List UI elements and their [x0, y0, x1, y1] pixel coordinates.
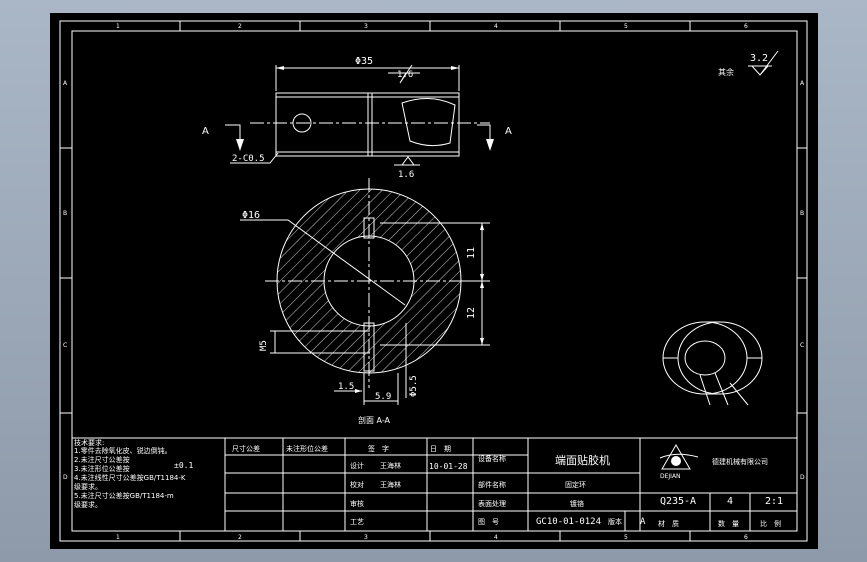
cad-drawing: 1 2 3 4 5 6 1 2 3 4 5 6 A B C D A B C D …: [59, 20, 808, 542]
roughness-label: 其余: [718, 67, 734, 77]
zone-top-1: 1: [116, 23, 120, 30]
zone-left-b: B: [63, 210, 67, 217]
front-view: Φ35 1.6 1.6 2-C0.5 A A: [202, 56, 512, 180]
zone-bottom-6: 6: [744, 534, 748, 541]
note-line-4: 4.未注线性尺寸公差按GB/T1184-K: [74, 473, 186, 482]
tb-qty-label: 数 量: [718, 519, 739, 528]
tb-sign-header: 签 字: [368, 444, 389, 453]
zone-bottom-5: 5: [624, 534, 628, 541]
zone-top-5: 5: [624, 23, 628, 30]
title-block: [71, 437, 798, 532]
tb-design: 设计: [350, 461, 364, 470]
tb-designer: 王海林: [380, 461, 401, 470]
zone-bottom-2: 2: [238, 534, 242, 541]
tb-version-label: 版本: [608, 517, 622, 526]
tb-craft: 工艺: [350, 518, 364, 526]
dim-dia5-5: Φ5.5: [409, 375, 419, 397]
tb-part-value: 固定环: [565, 480, 586, 489]
dim-m5: M5: [259, 340, 269, 351]
dim-chamfer: 2-C0.5: [232, 154, 265, 164]
tb-part-label: 部件名称: [478, 480, 506, 489]
isometric-view: [662, 321, 763, 406]
zone-right-c: C: [800, 342, 804, 349]
rough-1-6-bottom: 1.6: [398, 170, 414, 180]
zone-left-a: A: [63, 80, 68, 87]
zone-right-b: B: [800, 210, 804, 217]
dim-dia16: Φ16: [242, 210, 260, 221]
zone-right-d: D: [800, 474, 805, 481]
zone-left-c: C: [63, 342, 67, 349]
tb-date-header: 日 期: [430, 445, 451, 453]
logo-text: DEJIAN: [660, 473, 681, 480]
tb-equip-value: 端面贴胶机: [555, 453, 610, 467]
note-line-7: 级要求。: [74, 500, 102, 509]
technical-notes: 技术要求: 1.零件去除氧化皮、锐边倒钝。 2.未注尺寸公差按 3.未注形位公差…: [74, 438, 193, 509]
note-line-1: 1.零件去除氧化皮、锐边倒钝。: [74, 446, 172, 455]
tb-scale-label: 比 例: [760, 519, 781, 528]
note-line-6: 5.未注尺寸公差按GB/T1184-m: [74, 491, 174, 500]
tb-audit: 审核: [350, 499, 364, 508]
tb-drawno-value: GC10-01-0124: [536, 517, 601, 527]
tb-col-b: 未注形位公差: [286, 444, 328, 453]
note-tolerance: ±0.1: [174, 461, 193, 470]
dim-12: 12: [466, 307, 477, 319]
tb-company: 德建机械有限公司: [712, 457, 768, 466]
zone-top-3: 3: [364, 23, 368, 30]
zone-top-4: 4: [494, 23, 498, 30]
note-line-0: 技术要求:: [74, 438, 104, 447]
tb-material-label: 材 质: [658, 519, 679, 528]
tb-checker: 王海林: [380, 480, 401, 489]
note-line-5: 级要求。: [74, 482, 102, 491]
tb-drawno-label: 图 号: [478, 518, 499, 526]
tb-version-value: A: [640, 517, 646, 527]
material-value: Q235-A: [659, 496, 697, 507]
note-line-2: 2.未注尺寸公差按: [74, 455, 130, 464]
dim-dia35: Φ35: [355, 56, 373, 67]
section-caption: 剖面 A-A: [358, 415, 391, 425]
tb-date: 10-01-28: [429, 462, 468, 471]
zone-bottom-4: 4: [494, 534, 498, 541]
drawing-canvas: 1 2 3 4 5 6 1 2 3 4 5 6 A B C D A B C D …: [50, 13, 818, 549]
tb-treat-label: 表面处理: [478, 499, 506, 508]
zone-left-d: D: [63, 474, 68, 481]
tb-col-a: 尺寸公差: [232, 444, 260, 453]
tb-equip-label: 设备名称: [478, 454, 506, 463]
tb-treat-value: 镀铬: [570, 499, 584, 508]
zone-bottom-1: 1: [116, 534, 120, 541]
dim-1-5: 1.5: [338, 382, 354, 392]
dim-5-9: 5.9: [375, 392, 391, 402]
note-line-3: 3.未注形位公差按: [74, 464, 130, 473]
zone-top-2: 2: [238, 23, 242, 30]
zone-bottom-3: 3: [364, 534, 368, 541]
scale-value: 2:1: [764, 496, 784, 507]
section-view: Φ16 11 12 M5 1.5 5.9 Φ5.5 剖面 A-A: [240, 178, 490, 425]
rough-1-6-top: 1.6: [397, 70, 413, 80]
section-mark-left: A: [202, 126, 209, 137]
dim-11: 11: [466, 247, 477, 259]
zone-top-6: 6: [744, 23, 748, 30]
quantity-value: 4: [726, 496, 734, 507]
company-logo: DEJIAN: [659, 444, 699, 480]
roughness-value: 3.2: [750, 53, 768, 64]
section-mark-right: A: [505, 126, 512, 137]
roughness-symbol: 其余 3.2: [718, 50, 779, 77]
tb-check: 校对: [350, 480, 364, 489]
zone-ticks: [60, 21, 807, 541]
zone-right-a: A: [800, 80, 805, 87]
outer-border: [59, 20, 808, 542]
